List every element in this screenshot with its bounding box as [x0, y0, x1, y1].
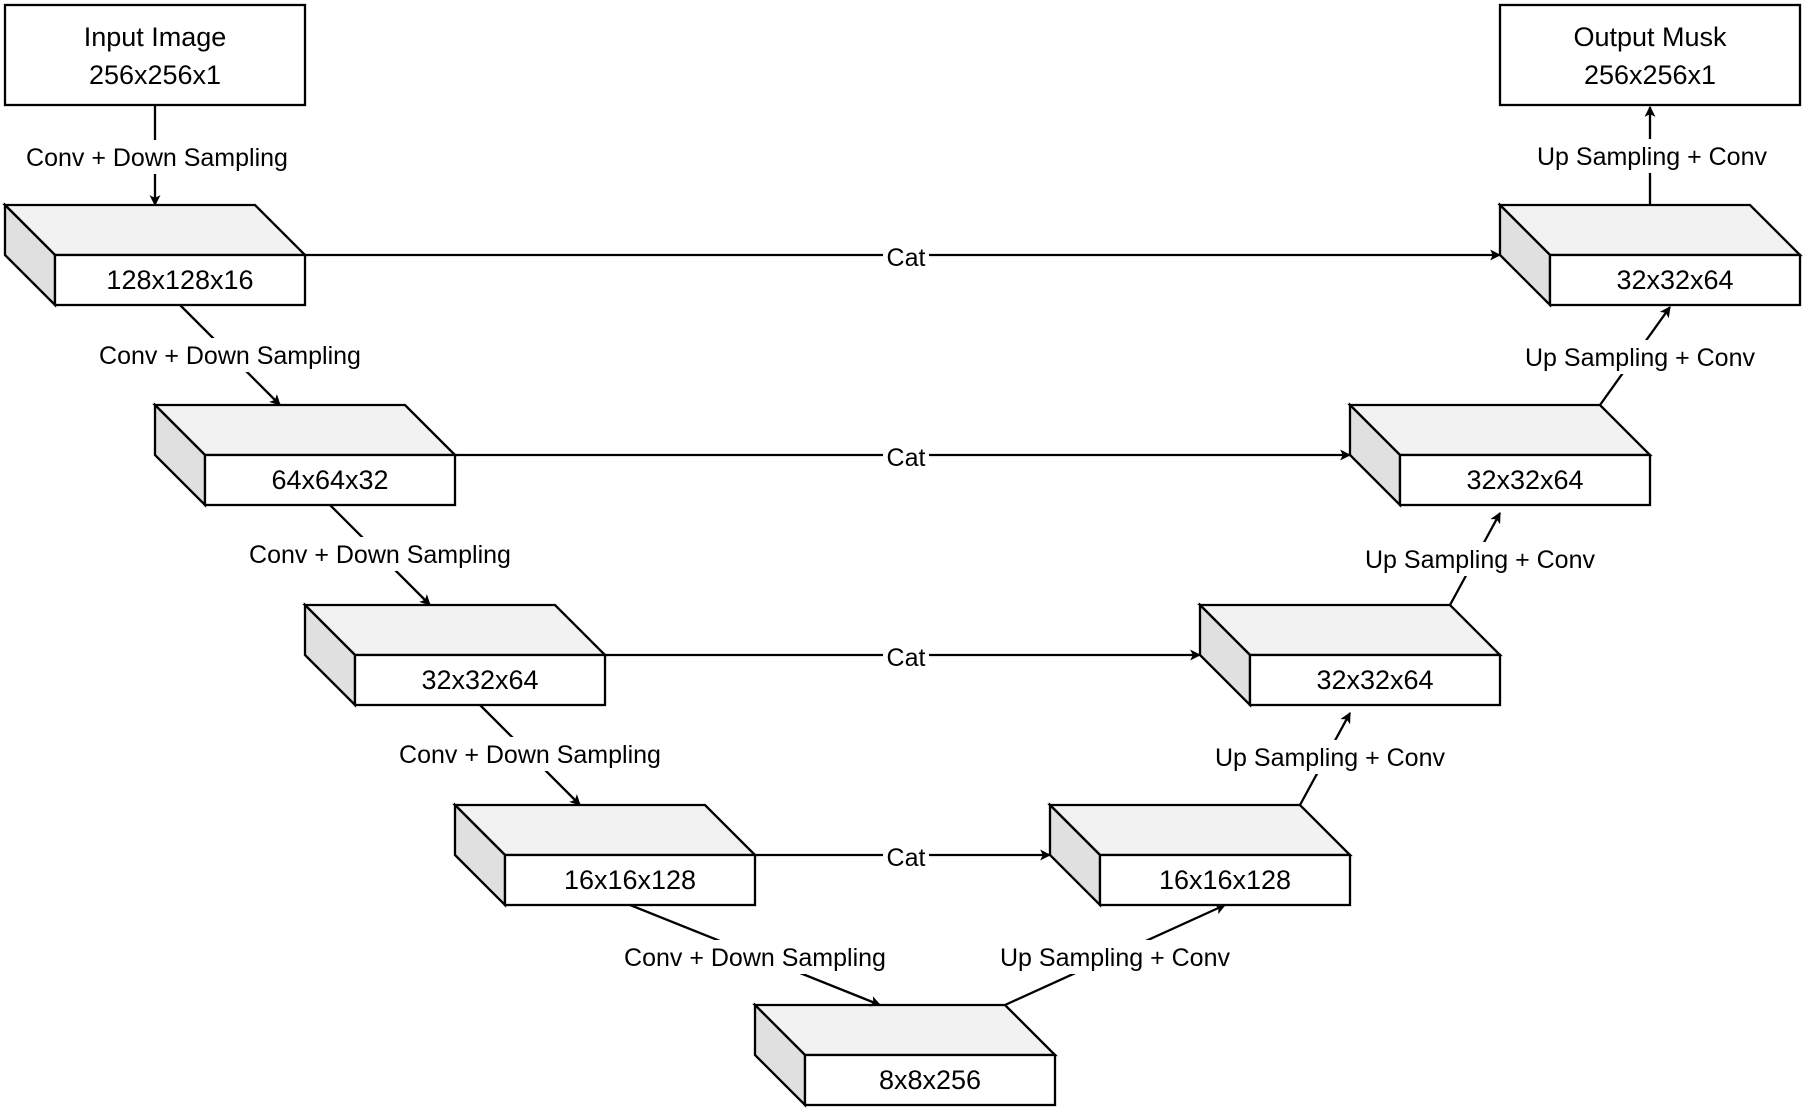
decoder-block-label: 32x32x64	[1466, 465, 1583, 495]
down-label-1: Conv + Down Sampling	[10, 140, 303, 174]
up-label-text: Up Sampling + Conv	[1525, 344, 1755, 372]
cat-label-text: Cat	[887, 444, 926, 472]
up-label-3: Up Sampling + Conv	[1352, 542, 1608, 576]
up-label-text: Up Sampling + Conv	[1537, 143, 1767, 171]
down-label-text: Conv + Down Sampling	[249, 541, 511, 569]
cat-label-text: Cat	[887, 844, 926, 872]
encoder-block-label: 16x16x128	[564, 865, 696, 895]
decoder-block-label: 16x16x128	[1159, 865, 1291, 895]
down-label-4: Conv + Down Sampling	[383, 737, 676, 771]
up-label-4: Up Sampling + Conv	[1512, 340, 1768, 374]
down-label-text: Conv + Down Sampling	[99, 342, 361, 370]
input-image-title: Input Image	[84, 22, 227, 52]
up-label-text: Up Sampling + Conv	[1365, 546, 1595, 574]
bottleneck-block-label: 8x8x256	[879, 1065, 981, 1095]
cat-label-2: Cat	[883, 440, 929, 472]
up-label-2: Up Sampling + Conv	[1202, 740, 1458, 774]
down-label-5: Conv + Down Sampling	[608, 940, 901, 974]
output-mask-box: Output Musk 256x256x1	[1498, 3, 1802, 107]
input-image-size: 256x256x1	[89, 60, 221, 90]
decoder-block-3: 32x32x64	[1197, 602, 1503, 708]
cat-label-4: Cat	[883, 840, 929, 872]
input-image-box: Input Image 256x256x1	[3, 3, 307, 107]
encoder-block-2: 64x64x32	[152, 402, 458, 508]
encoder-block-1: 128x128x16	[2, 202, 308, 308]
cat-label-text: Cat	[887, 644, 926, 672]
decoder-block-2: 32x32x64	[1347, 402, 1653, 508]
encoder-block-label: 128x128x16	[106, 265, 253, 295]
bottleneck-block: 8x8x256	[752, 1002, 1058, 1108]
down-label-3: Conv + Down Sampling	[233, 537, 526, 571]
down-label-text: Conv + Down Sampling	[399, 741, 661, 769]
cat-label-1: Cat	[883, 240, 929, 272]
decoder-block-label: 32x32x64	[1616, 265, 1733, 295]
up-label-1: Up Sampling + Conv	[987, 940, 1243, 974]
encoder-block-4: 16x16x128	[452, 802, 758, 908]
down-label-text: Conv + Down Sampling	[26, 144, 288, 172]
encoder-block-3: 32x32x64	[302, 602, 608, 708]
output-mask-size: 256x256x1	[1584, 60, 1716, 90]
up-label-5: Up Sampling + Conv	[1524, 139, 1780, 173]
up-label-text: Up Sampling + Conv	[1000, 944, 1230, 972]
cat-label-3: Cat	[883, 640, 929, 672]
decoder-block-1: 32x32x64	[1497, 202, 1803, 308]
decoder-block-4: 16x16x128	[1047, 802, 1353, 908]
output-mask-title: Output Musk	[1573, 22, 1727, 52]
encoder-block-label: 64x64x32	[271, 465, 388, 495]
down-label-2: Conv + Down Sampling	[83, 338, 376, 372]
up-label-text: Up Sampling + Conv	[1215, 744, 1445, 772]
decoder-block-label: 32x32x64	[1316, 665, 1433, 695]
cat-label-text: Cat	[887, 244, 926, 272]
encoder-block-label: 32x32x64	[421, 665, 538, 695]
down-label-text: Conv + Down Sampling	[624, 944, 886, 972]
